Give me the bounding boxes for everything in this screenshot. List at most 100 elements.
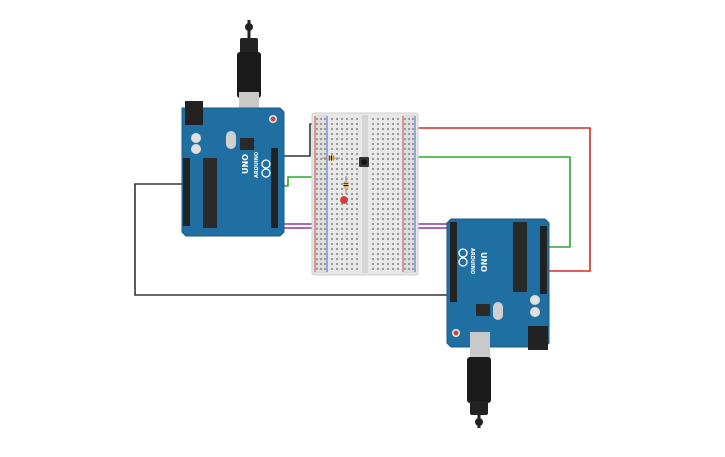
breadboard-hole	[392, 253, 394, 255]
breadboard-hole	[382, 178, 384, 180]
usb-cable-right[interactable]	[467, 332, 491, 428]
breadboard-hole	[372, 188, 374, 190]
breadboard-hole	[404, 148, 406, 150]
resistor-2[interactable]	[343, 176, 349, 194]
breadboard-hole	[397, 138, 399, 140]
breadboard-hole	[387, 118, 389, 120]
breadboard-hole	[324, 213, 326, 215]
arduino-logo-text-right: ARDUINO	[469, 248, 475, 274]
breadboard-hole	[408, 213, 410, 215]
breadboard-hole	[377, 218, 379, 220]
breadboard-hole	[341, 173, 343, 175]
breadboard-hole	[382, 173, 384, 175]
breadboard-hole	[412, 263, 414, 265]
breadboard-hole	[341, 218, 343, 220]
breadboard-hole	[372, 153, 374, 155]
resistor-1[interactable]	[322, 155, 340, 161]
breadboard-hole	[324, 258, 326, 260]
breadboard-hole	[412, 148, 414, 150]
breadboard-hole	[412, 118, 414, 120]
usb-cable-left[interactable]	[237, 20, 261, 122]
breadboard-hole	[392, 268, 394, 270]
breadboard-hole	[341, 148, 343, 150]
breadboard-hole	[316, 248, 318, 250]
breadboard-hole	[351, 263, 353, 265]
breadboard-hole	[324, 188, 326, 190]
wire-red-right[interactable]	[410, 127, 591, 272]
breadboard-hole	[336, 188, 338, 190]
breadboard-hole	[412, 198, 414, 200]
breadboard-hole	[372, 193, 374, 195]
breadboard-hole	[346, 233, 348, 235]
breadboard-hole	[387, 128, 389, 130]
breadboard-hole	[372, 218, 374, 220]
breadboard-hole	[397, 163, 399, 165]
breadboard-hole	[316, 218, 318, 220]
breadboard-hole	[316, 243, 318, 245]
breadboard-hole	[336, 173, 338, 175]
breadboard-hole	[392, 163, 394, 165]
breadboard-hole	[397, 213, 399, 215]
breadboard-hole	[324, 243, 326, 245]
breadboard-hole	[316, 198, 318, 200]
breadboard-hole	[324, 208, 326, 210]
breadboard-hole	[336, 143, 338, 145]
breadboard-hole	[351, 143, 353, 145]
breadboard-hole	[377, 243, 379, 245]
breadboard[interactable]	[311, 112, 419, 276]
breadboard-hole	[404, 258, 406, 260]
breadboard-hole	[408, 178, 410, 180]
breadboard-hole	[397, 188, 399, 190]
breadboard-hole	[377, 253, 379, 255]
breadboard-hole	[351, 133, 353, 135]
breadboard-hole	[341, 233, 343, 235]
wire-black-gnd-long[interactable]	[134, 183, 450, 296]
breadboard-hole	[397, 143, 399, 145]
breadboard-hole	[408, 123, 410, 125]
breadboard-hole	[331, 203, 333, 205]
breadboard-hole	[324, 148, 326, 150]
breadboard-hole	[356, 233, 358, 235]
breadboard-hole	[356, 123, 358, 125]
led[interactable]	[340, 196, 348, 204]
breadboard-hole	[408, 148, 410, 150]
breadboard-hole	[341, 238, 343, 240]
breadboard-hole	[392, 188, 394, 190]
breadboard-hole	[356, 203, 358, 205]
breadboard-hole	[351, 188, 353, 190]
breadboard-hole	[404, 143, 406, 145]
breadboard-hole	[316, 238, 318, 240]
breadboard-hole	[320, 118, 322, 120]
breadboard-hole	[372, 233, 374, 235]
breadboard-hole	[377, 143, 379, 145]
breadboard-hole	[320, 223, 322, 225]
breadboard-hole	[377, 228, 379, 230]
arduino-left[interactable]: ARDUINO UNO	[181, 20, 285, 237]
breadboard-hole	[372, 118, 374, 120]
breadboard-hole	[408, 208, 410, 210]
breadboard-hole	[336, 248, 338, 250]
breadboard-hole	[382, 163, 384, 165]
breadboard-hole	[346, 143, 348, 145]
breadboard-hole	[408, 133, 410, 135]
breadboard-hole	[377, 263, 379, 265]
breadboard-hole	[387, 173, 389, 175]
arduino-right[interactable]: ARDUINO UNO	[446, 218, 550, 428]
breadboard-hole	[382, 168, 384, 170]
breadboard-hole	[408, 233, 410, 235]
breadboard-hole	[356, 168, 358, 170]
breadboard-hole	[331, 208, 333, 210]
header-right-analog	[540, 226, 547, 294]
breadboard-hole	[372, 198, 374, 200]
breadboard-hole	[382, 223, 384, 225]
breadboard-hole	[392, 183, 394, 185]
breadboard-hole	[324, 178, 326, 180]
wire-green-right[interactable]	[382, 156, 571, 248]
breadboard-hole	[392, 213, 394, 215]
breadboard-hole	[336, 183, 338, 185]
breadboard-hole	[324, 153, 326, 155]
breadboard-hole	[356, 148, 358, 150]
breadboard-hole	[408, 163, 410, 165]
breadboard-hole	[408, 168, 410, 170]
pushbutton[interactable]	[359, 157, 369, 167]
